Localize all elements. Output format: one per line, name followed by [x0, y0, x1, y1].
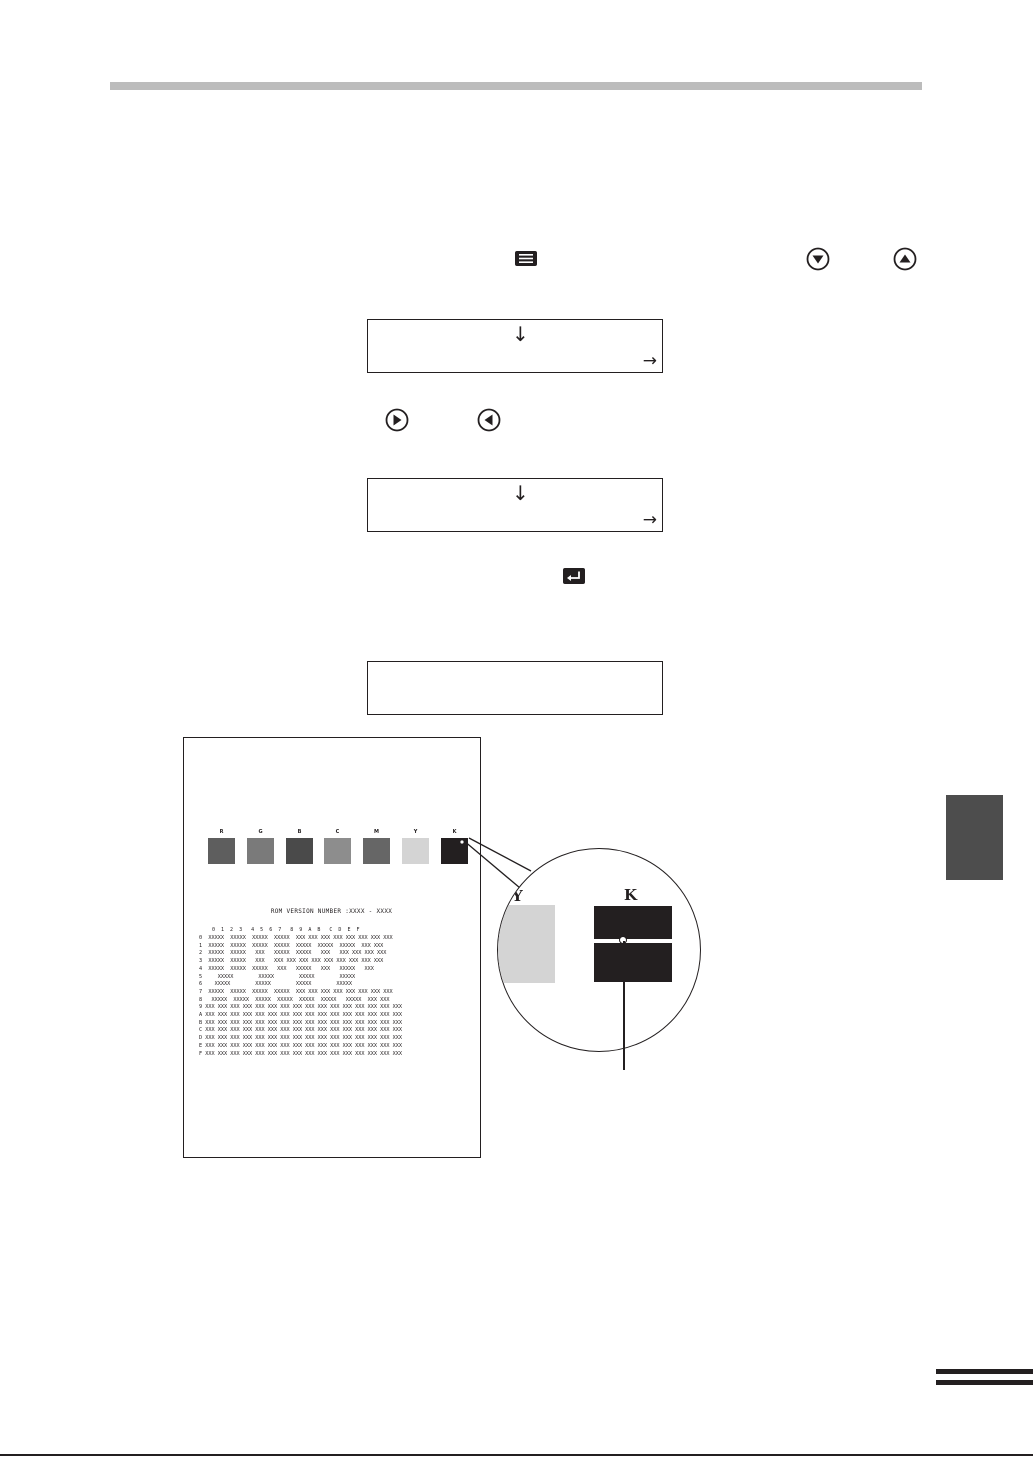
down-key-icon — [806, 247, 830, 275]
hex-row: C XXX XXX XXX XXX XXX XXX XXX XXX XXX XX… — [199, 1027, 403, 1034]
hex-row: 9 XXX XXX XXX XXX XXX XXX XXX XXX XXX XX… — [199, 1004, 403, 1011]
hex-row: E XXX XXX XXX XXX XXX XXX XXX XXX XXX XX… — [199, 1042, 403, 1049]
lcd-display-3 — [367, 661, 663, 715]
black-patch-bottom — [594, 943, 672, 982]
end-mark-top — [936, 1369, 1033, 1374]
hex-rows: 0 XXXXX XXXXX XXXXX XXXXX XXX XXX XXX XX… — [199, 935, 402, 1058]
hex-row: F XXX XXX XXX XXX XXX XXX XXX XXX XXX XX… — [199, 1050, 403, 1057]
swatch-b — [286, 838, 313, 864]
hex-row: 2 XXXXX XXXXX XXX XXXXX XXXXX XXX XXX XX… — [199, 950, 387, 957]
lcd-display-2: ↓ → — [367, 478, 663, 532]
swatch-label: M — [374, 829, 379, 835]
swatch-r — [208, 838, 235, 864]
yellow-label: Y — [512, 887, 523, 905]
hex-row: 7 XXXXX XXXXX XXXXX XXXXX XXX XXX XXX XX… — [199, 988, 393, 995]
rom-version-line: ROM VERSION NUMBER :XXXX - XXXX — [270, 908, 393, 915]
lcd-display-1: ↓ → — [367, 319, 663, 373]
enter-key-icon — [562, 567, 586, 589]
swatch-g — [247, 838, 274, 864]
black-patch-top — [594, 906, 672, 939]
magnifier-circle: Y K — [497, 848, 701, 1052]
leader-line — [623, 941, 625, 1070]
hex-row: D XXX XXX XXX XXX XXX XXX XXX XXX XXX XX… — [199, 1035, 403, 1042]
swatch-label: K — [452, 829, 457, 835]
down-arrow-icon: ↓ — [512, 322, 529, 346]
swatch-label: Y — [413, 829, 418, 835]
hex-row: B XXX XXX XXX XXX XXX XXX XXX XXX XXX XX… — [199, 1019, 403, 1026]
swatch-label: C — [335, 829, 340, 835]
swatch-c — [324, 838, 351, 864]
swatch-y — [402, 838, 429, 864]
hex-row: 3 XXXXX XXXXX XXX XXX XXX XXX XXX XXX XX… — [199, 958, 384, 965]
down-arrow-icon: ↓ — [512, 481, 529, 505]
hex-row: A XXX XXX XXX XXX XXX XXX XXX XXX XXX XX… — [199, 1012, 403, 1019]
left-key-icon — [477, 408, 501, 436]
hex-row: 4 XXXXX XXXXX XXXXX XXX XXXXX XXX XXXXX … — [199, 965, 374, 972]
end-mark-bottom — [936, 1380, 1033, 1385]
right-arrow-icon: → — [642, 510, 657, 530]
hex-row: 5 XXXXX XXXXX XXXXX XXXXX — [199, 973, 356, 980]
right-key-icon — [385, 408, 409, 436]
swatch-m — [363, 838, 390, 864]
hex-header: 0 1 2 3 4 5 6 7 8 9 A B C D E F — [212, 927, 360, 933]
swatch-label: R — [219, 829, 224, 835]
hex-row: 6 XXXXX XXXXX XXXXX XXXXX — [199, 981, 353, 988]
menu-key-icon — [514, 250, 538, 271]
up-key-icon — [893, 247, 917, 275]
right-arrow-icon: → — [642, 351, 657, 371]
bottom-rule — [0, 1454, 1033, 1456]
yellow-patch — [498, 905, 555, 983]
swatch-label: G — [258, 829, 263, 835]
top-rule — [110, 82, 922, 90]
hex-row: 1 XXXXX XXXXX XXXXX XXXXX XXXXX XXXXX XX… — [199, 942, 384, 949]
chapter-tab — [946, 795, 1003, 880]
hex-row: 0 XXXXX XXXXX XXXXX XXXXX XXX XXX XXX XX… — [199, 935, 393, 941]
hex-row: 8 XXXXX XXXXX XXXXX XXXXX XXXXX XXXXX XX… — [199, 996, 390, 1003]
swatch-label: B — [297, 829, 302, 835]
black-label: K — [624, 886, 638, 904]
